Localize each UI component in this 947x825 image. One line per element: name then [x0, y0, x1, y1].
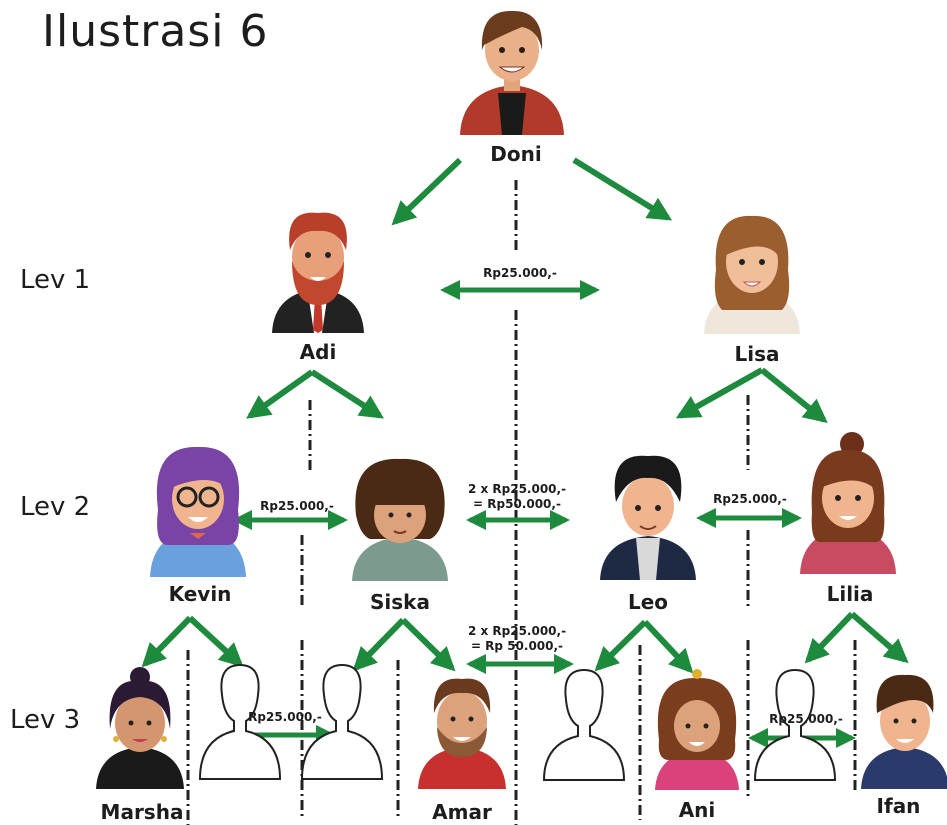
price-lev2-right: Rp25.000,- — [713, 492, 787, 506]
name-ifan: Ifan — [876, 794, 921, 818]
avatar-siska — [352, 458, 448, 581]
payment-arrows — [222, 280, 856, 748]
placeholder-4 — [753, 668, 837, 781]
avatar-amar — [418, 678, 506, 789]
name-doni: Doni — [490, 142, 542, 166]
avatar-leo — [600, 455, 696, 580]
price-lev1: Rp25.000,- — [483, 266, 557, 280]
name-leo: Leo — [627, 590, 669, 614]
price-lev3-left: Rp25.000,- — [248, 710, 322, 724]
placeholder-2 — [300, 663, 384, 780]
avatar-ani — [655, 669, 739, 790]
name-siska: Siska — [370, 590, 430, 614]
placeholder-silhouettes — [198, 663, 837, 781]
avatar-adi — [272, 212, 364, 333]
avatar-lilia — [800, 432, 896, 574]
avatar-kevin — [150, 446, 246, 577]
name-kevin: Kevin — [168, 582, 232, 606]
price-lev3-mid-line2: = Rp 50.000,- — [470, 639, 564, 653]
placeholder-3 — [542, 668, 626, 781]
illustration-title: Ilustrasi 6 — [42, 6, 269, 57]
name-ani: Ani — [678, 798, 716, 822]
name-amar: Amar — [432, 800, 492, 824]
price-lev3-mid-line1: 2 x Rp25.000,- — [467, 624, 567, 638]
price-lev2-mid-line2: = Rp50.000,- — [473, 497, 561, 511]
family-arrows — [141, 157, 909, 674]
price-lev2-left: Rp25.000,- — [260, 499, 334, 513]
placeholder-1 — [198, 663, 282, 780]
avatar-lisa — [704, 215, 800, 334]
price-lev2-mid-line1: 2 x Rp25.000,- — [467, 482, 567, 496]
level-3-label: Lev 3 — [10, 705, 81, 735]
avatar-ifan — [861, 674, 947, 789]
avatar-marsha — [96, 667, 184, 789]
level-1-label: Lev 1 — [20, 265, 91, 295]
name-marsha: Marsha — [100, 800, 184, 824]
name-adi: Adi — [299, 340, 337, 364]
level-2-label: Lev 2 — [20, 492, 91, 522]
avatar-doni — [460, 10, 564, 135]
name-lisa: Lisa — [734, 342, 780, 366]
name-lilia: Lilia — [826, 582, 874, 606]
price-lev3-right: Rp25.000,- — [769, 712, 843, 726]
